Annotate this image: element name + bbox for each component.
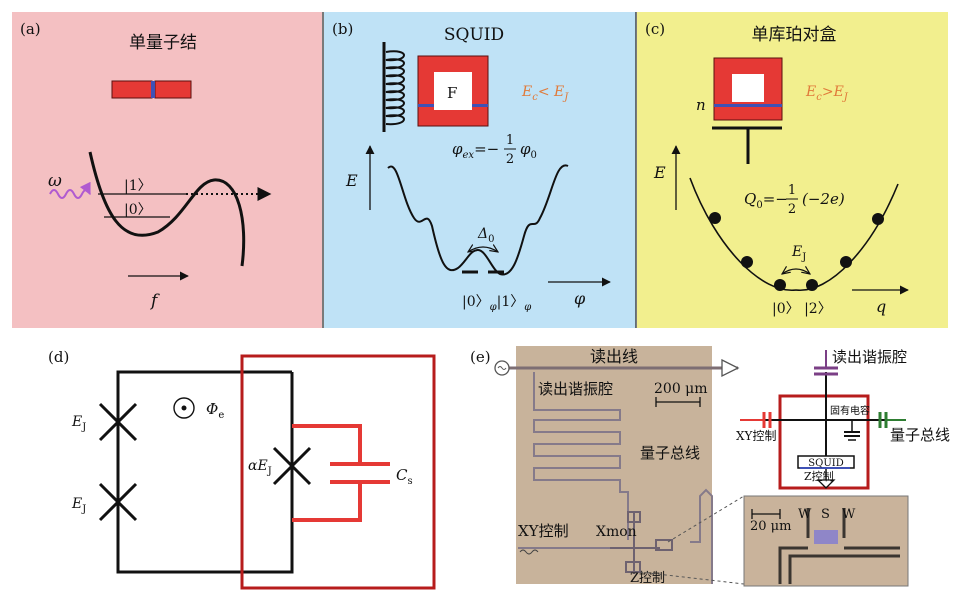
intrinsic-cap-label: 固有电容 [830, 404, 870, 417]
scale-20-label: 20 μm [750, 519, 791, 534]
squid-junction-patch [814, 530, 838, 544]
chip-micrograph [516, 346, 712, 584]
condition-ec-gt-ej: Ec>EJ [805, 84, 849, 103]
ej-top-label: EJ [71, 414, 86, 433]
flux-dot-icon [173, 397, 195, 419]
panel-d: (d) Φe EJ EJ αEJ Cs [48, 348, 436, 590]
ej-bottom-label: EJ [71, 496, 86, 515]
scale-200-label: 200 μm [654, 381, 708, 397]
schematic-xy-label: XY控制 [736, 429, 776, 443]
s-label: S [821, 507, 830, 522]
svg-text:φex=−: φex=− [452, 140, 499, 161]
omega-label: ω [48, 171, 62, 191]
alpha-ej-label: αEJ [248, 458, 272, 477]
schematic-squid-label: SQUID [808, 458, 843, 469]
delta-label: Δ0 [477, 226, 495, 245]
readout-line-label: 读出线 [590, 347, 638, 366]
f-axis-label: f [149, 291, 160, 311]
schematic-resonator-label: 读出谐振腔 [832, 348, 907, 366]
q0-equation: Q0=− 1 2 (−2e) [744, 183, 845, 217]
schematic-z-label: Z控制 [804, 469, 834, 483]
condition-ec-lt-ej: Ec< EJ [521, 84, 569, 103]
w1-label: W [798, 507, 812, 522]
cooper-pair-box [712, 57, 783, 164]
svg-text:1: 1 [788, 183, 796, 198]
panel-a-label: (a) [20, 20, 41, 38]
readout-resonator-meander [533, 372, 629, 540]
phi-e-label: Φe [206, 400, 224, 421]
n-label: n [696, 96, 706, 114]
dc-squid-circuit [98, 370, 312, 574]
panel-c-title: 单库珀对盒 [752, 25, 837, 45]
panel-a-background [12, 12, 322, 328]
panel-e: (e) 读出线 读出谐振腔 200 μm 量子总线 XY控制 [470, 346, 950, 587]
state-0-label: |0〉 [124, 202, 152, 218]
svg-text:(−2e): (−2e) [802, 190, 845, 208]
charge-state-dots [709, 212, 884, 291]
phi-axis-label: φ [574, 289, 586, 308]
ej-double-arrow [782, 269, 810, 274]
quantum-bus-trace [690, 488, 713, 584]
coplanar-waveguide [778, 508, 900, 584]
energy-axis-label: E [345, 171, 358, 190]
svg-text:Q0=−: Q0=− [744, 190, 788, 211]
charge-parabola [689, 177, 899, 291]
transmon-frame [240, 354, 436, 590]
panel-c-background [637, 12, 948, 328]
z-control-label: Z控制 [630, 571, 665, 586]
xmon-label: Xmon [596, 524, 637, 540]
panel-b: (b) SQUID F Ec< EJ φex=− 1 2 φ0 E [322, 12, 636, 328]
charge-states-label: |0〉 |2〉 [772, 301, 832, 317]
schematic-bus-label: 量子总线 [890, 426, 950, 444]
xy-wave-icon [519, 549, 539, 555]
state-1-label: |1〉 [124, 178, 152, 194]
phi-ex-equation: φex=− 1 2 φ0 [452, 133, 537, 167]
scale-bar-20 [751, 509, 781, 519]
flux-coil-icon [382, 42, 405, 132]
readout-resonator-label: 读出谐振腔 [538, 380, 613, 398]
zoom-guide-lines [639, 495, 745, 585]
svg-text:φ0: φ0 [520, 140, 537, 161]
cs-label: Cs [396, 466, 413, 487]
xmon-qubit [610, 511, 673, 574]
panel-b-label: (b) [332, 20, 353, 38]
panel-d-label: (d) [48, 348, 69, 366]
single-junction [111, 80, 192, 99]
quantum-bus-label: 量子总线 [640, 444, 700, 462]
tunnel-double-arrow [468, 247, 498, 252]
panel-c-label: (c) [645, 20, 665, 38]
panel-a-title: 单量子结 [129, 33, 197, 53]
scale-bar-200 [655, 397, 701, 407]
schematic-frame [778, 394, 870, 490]
phase-states-label: |0〉φ|1〉φ [462, 294, 531, 313]
svg-text:1: 1 [506, 133, 514, 148]
panel-e-label: (e) [470, 348, 491, 366]
flux-label: F [447, 84, 457, 102]
w2-label: W [842, 507, 856, 522]
panel-b-title: SQUID [444, 25, 504, 45]
xy-control-label: XY控制 [518, 522, 569, 540]
ej-label: EJ [791, 244, 806, 263]
panel-a: (a) 单量子结 |1〉 |0〉 ω f [12, 12, 322, 328]
q-axis-label: q [876, 297, 886, 316]
svg-text:2: 2 [788, 202, 796, 217]
readout-line-trace [494, 358, 740, 378]
energy-axis-label-c: E [653, 163, 666, 182]
squid-loop [417, 55, 489, 127]
photon-wave-icon [49, 181, 91, 199]
shunt-capacitor [292, 424, 390, 522]
xmon-schematic [740, 350, 906, 490]
panel-c: (c) 单库珀对盒 n Ec>EJ E Q0=− 1 2 (−2e) [635, 12, 948, 328]
svg-text:2: 2 [506, 152, 514, 167]
